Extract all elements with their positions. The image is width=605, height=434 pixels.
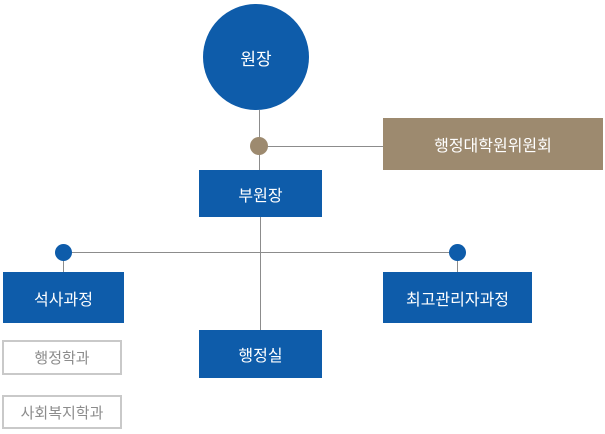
node-director: 원장 [203, 4, 309, 110]
node-committee: 행정대학원위원회 [383, 118, 603, 170]
junction-dot-left [55, 244, 72, 261]
connector-stub-right [457, 252, 458, 273]
connector-branch [63, 252, 457, 253]
connector-stub-left [63, 252, 64, 273]
node-masters-program: 석사과정 [3, 272, 124, 323]
node-department-social-welfare: 사회복지학과 [2, 395, 122, 429]
connector-vice-to-admin [260, 217, 261, 330]
node-top-management-program: 최고관리자과정 [383, 272, 532, 323]
connector-to-committee [260, 146, 383, 147]
node-admin-office: 행정실 [199, 330, 322, 378]
node-department-public-admin: 행정학과 [2, 340, 122, 375]
junction-dot-right [449, 244, 466, 261]
junction-dot-committee [250, 137, 268, 155]
node-vice-director: 부원장 [199, 170, 322, 217]
